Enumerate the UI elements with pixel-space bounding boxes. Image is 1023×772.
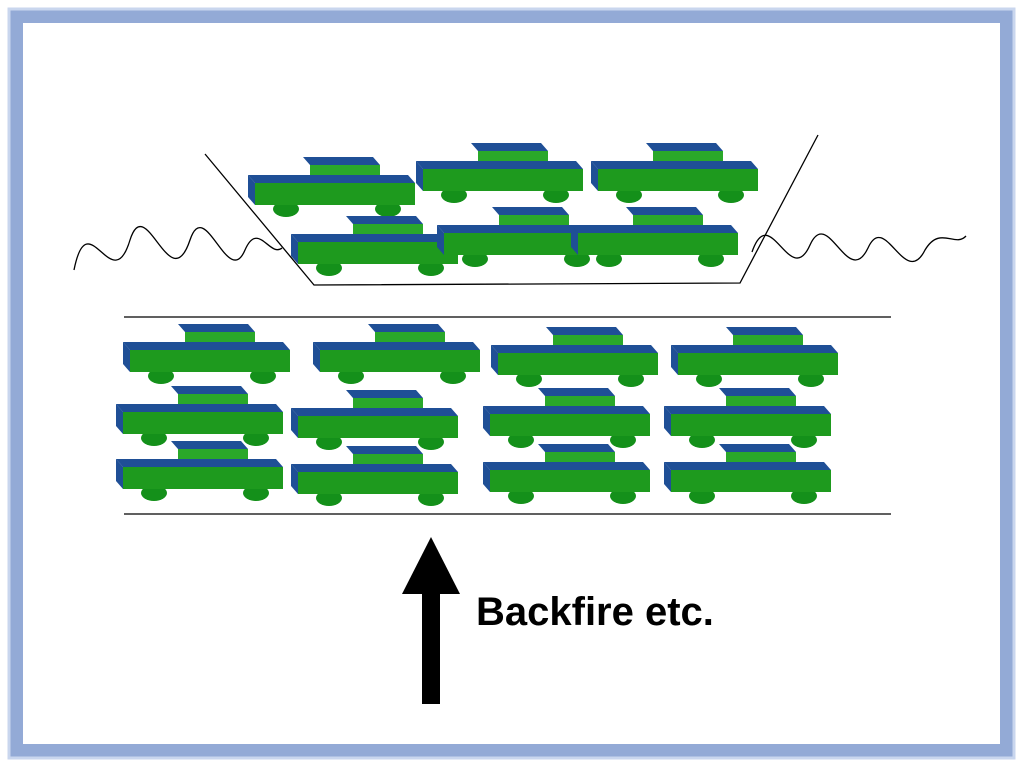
car-icon: [664, 444, 831, 504]
car-icon: [248, 157, 415, 217]
wave-line-right: [751, 233, 967, 263]
slide-frame: [9, 9, 1014, 758]
car-icon: [116, 441, 283, 501]
wave-line-left: [73, 225, 283, 271]
car-icon: [291, 446, 458, 506]
funnel-outline: [204, 134, 819, 286]
car-icon: [491, 327, 658, 387]
caption-text: Backfire etc.: [476, 590, 714, 634]
car-icon: [483, 388, 650, 448]
slide-frame-outer: [7, 7, 1016, 760]
arrow-up-icon: [402, 537, 460, 704]
car-icon: [571, 207, 738, 267]
car-icon: [483, 444, 650, 504]
car-icon: [291, 390, 458, 450]
car-icon: [671, 327, 838, 387]
car-icon: [591, 143, 758, 203]
car-icon: [291, 216, 458, 276]
car-icon: [123, 324, 290, 384]
car-icon: [313, 324, 480, 384]
car-icon: [416, 143, 583, 203]
car-icon: [664, 388, 831, 448]
car-icon: [116, 386, 283, 446]
